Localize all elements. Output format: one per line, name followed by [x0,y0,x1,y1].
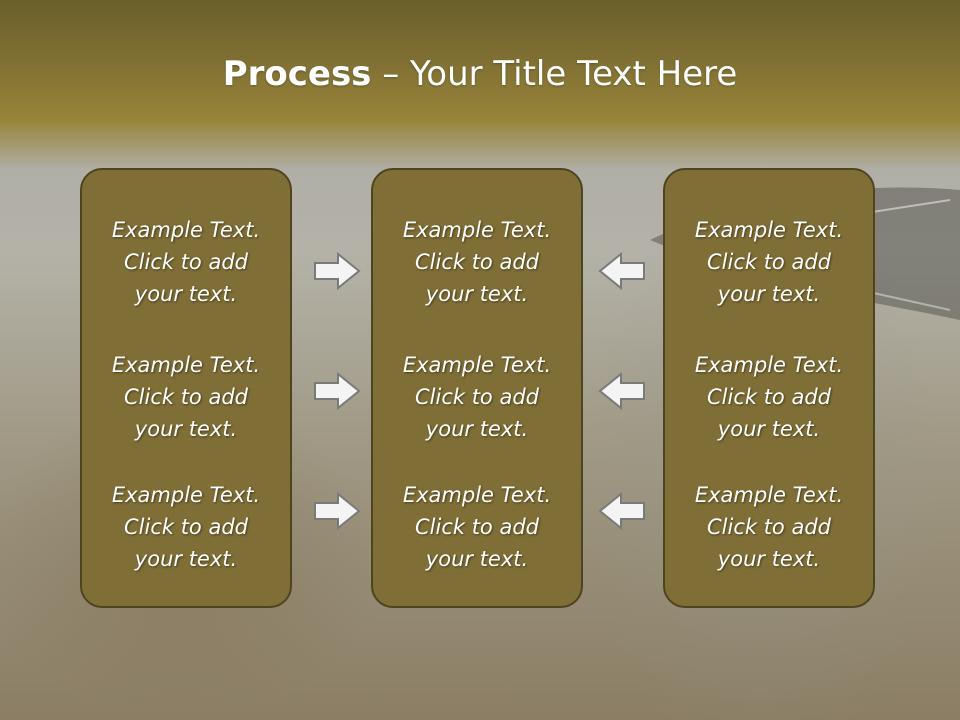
title-band [0,0,960,170]
text-placeholder[interactable]: Example Text. Click to add your text. [694,483,844,571]
title-bold: Process [222,54,372,94]
text-placeholder[interactable]: Example Text. Click to add your text. [402,218,552,306]
right-arrow-icon [314,371,361,411]
slide-title[interactable]: Process – Your Title Text Here [0,52,960,96]
text-placeholder[interactable]: Example Text. Click to add your text. [111,218,261,306]
title-rest: – Your Title Text Here [371,54,738,94]
right-arrow-icon [314,491,361,531]
text-placeholder[interactable]: Example Text. Click to add your text. [402,483,552,571]
right-arrow-icon [314,251,361,291]
text-placeholder[interactable]: Example Text. Click to add your text. [111,353,261,441]
left-arrow-icon [598,251,645,291]
text-placeholder[interactable]: Example Text. Click to add your text. [111,483,261,571]
text-placeholder[interactable]: Example Text. Click to add your text. [694,353,844,441]
text-placeholder[interactable]: Example Text. Click to add your text. [402,353,552,441]
process-box-right[interactable]: Example Text. Click to add your text. Ex… [663,168,875,608]
left-arrow-icon [598,371,645,411]
left-arrow-icon [598,491,645,531]
process-box-center[interactable]: Example Text. Click to add your text. Ex… [371,168,583,608]
text-placeholder[interactable]: Example Text. Click to add your text. [694,218,844,306]
process-box-left[interactable]: Example Text. Click to add your text. Ex… [80,168,292,608]
